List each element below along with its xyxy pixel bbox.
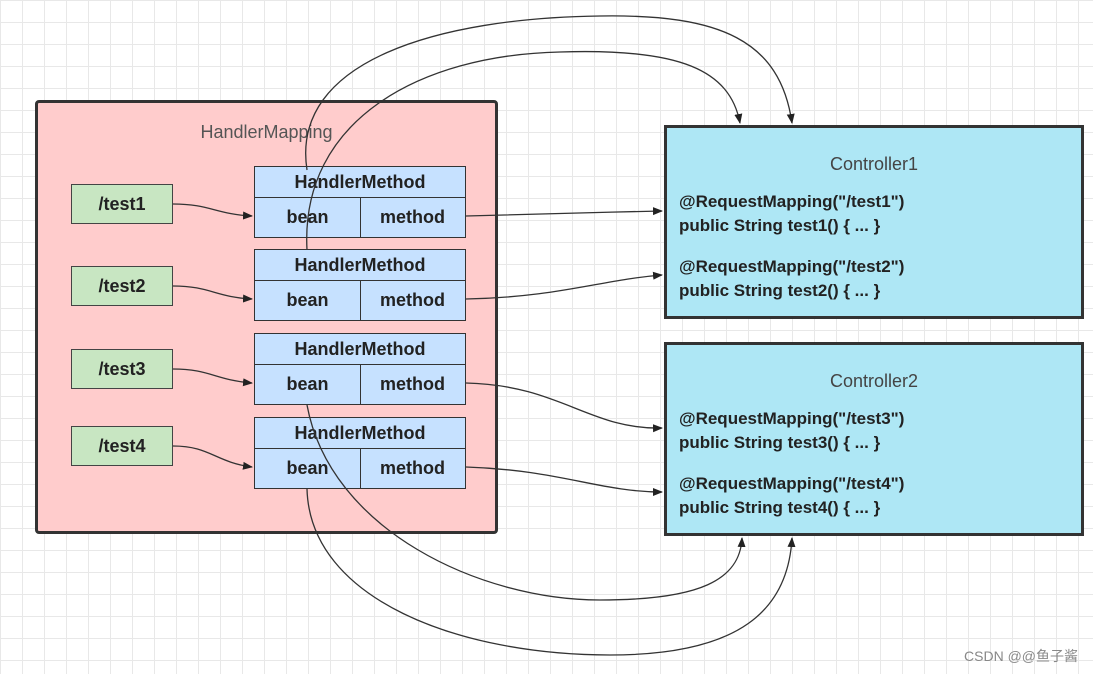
handler-method-method: method: [380, 457, 445, 478]
method-signature: public String test2() { ... }: [679, 281, 881, 300]
request-mapping-annotation: @RequestMapping("/test3"): [679, 409, 905, 428]
handler-method-1: HandlerMethod bean method: [254, 166, 466, 238]
arrow-route3-to-bean: [172, 368, 253, 387]
arrow-route4-to-bean: [172, 445, 253, 470]
arrow-method1-to-test1: [465, 207, 663, 217]
handler-method-method: method: [380, 373, 445, 394]
handler-method-method: method: [380, 289, 445, 310]
controller2-box: Controller2 @RequestMapping("/test3") pu…: [664, 342, 1084, 536]
arrow-route2-to-bean: [172, 285, 253, 303]
request-mapping-annotation: @RequestMapping("/test1"): [679, 192, 905, 211]
handler-method-bean: bean: [255, 280, 361, 320]
arrow-bean1-to-controller1: [305, 15, 795, 171]
controller-title: Controller1: [829, 154, 919, 174]
arrow-method2-to-test2: [465, 271, 663, 300]
handler-method-2: HandlerMethod bean method: [254, 249, 466, 321]
request-mapping-annotation: @RequestMapping("/test4"): [679, 474, 905, 493]
handler-method-3: HandlerMethod bean method: [254, 333, 466, 405]
method-signature: public String test3() { ... }: [679, 433, 881, 452]
arrow-bean2-to-controller1: [306, 50, 743, 251]
handler-mapping-title: HandlerMapping: [200, 122, 333, 142]
watermark: CSDN @@鱼子酱: [964, 648, 1078, 664]
handler-method-method: method: [380, 206, 445, 227]
arrow-bean4-to-controller2: [306, 488, 796, 656]
method-signature: public String test1() { ... }: [679, 216, 881, 235]
arrow-bean3-to-controller2: [306, 404, 746, 601]
request-mapping-annotation: @RequestMapping("/test2"): [679, 257, 905, 276]
route-test2: /test2: [71, 266, 173, 306]
arrow-route1-to-bean: [172, 203, 253, 220]
arrow-method4-to-test4: [465, 466, 663, 496]
route-test4: /test4: [71, 426, 173, 466]
method-signature: public String test4() { ... }: [679, 498, 881, 517]
controller-title: Controller2: [829, 371, 919, 391]
route-test1: /test1: [71, 184, 173, 224]
route-test3: /test3: [71, 349, 173, 389]
arrow-method3-to-test3: [465, 382, 663, 433]
handler-method-4: HandlerMethod bean method: [254, 417, 466, 489]
handler-method-bean: bean: [255, 448, 361, 488]
controller1-box: Controller1 @RequestMapping("/test1") pu…: [664, 125, 1084, 319]
handler-method-bean: bean: [255, 364, 361, 404]
